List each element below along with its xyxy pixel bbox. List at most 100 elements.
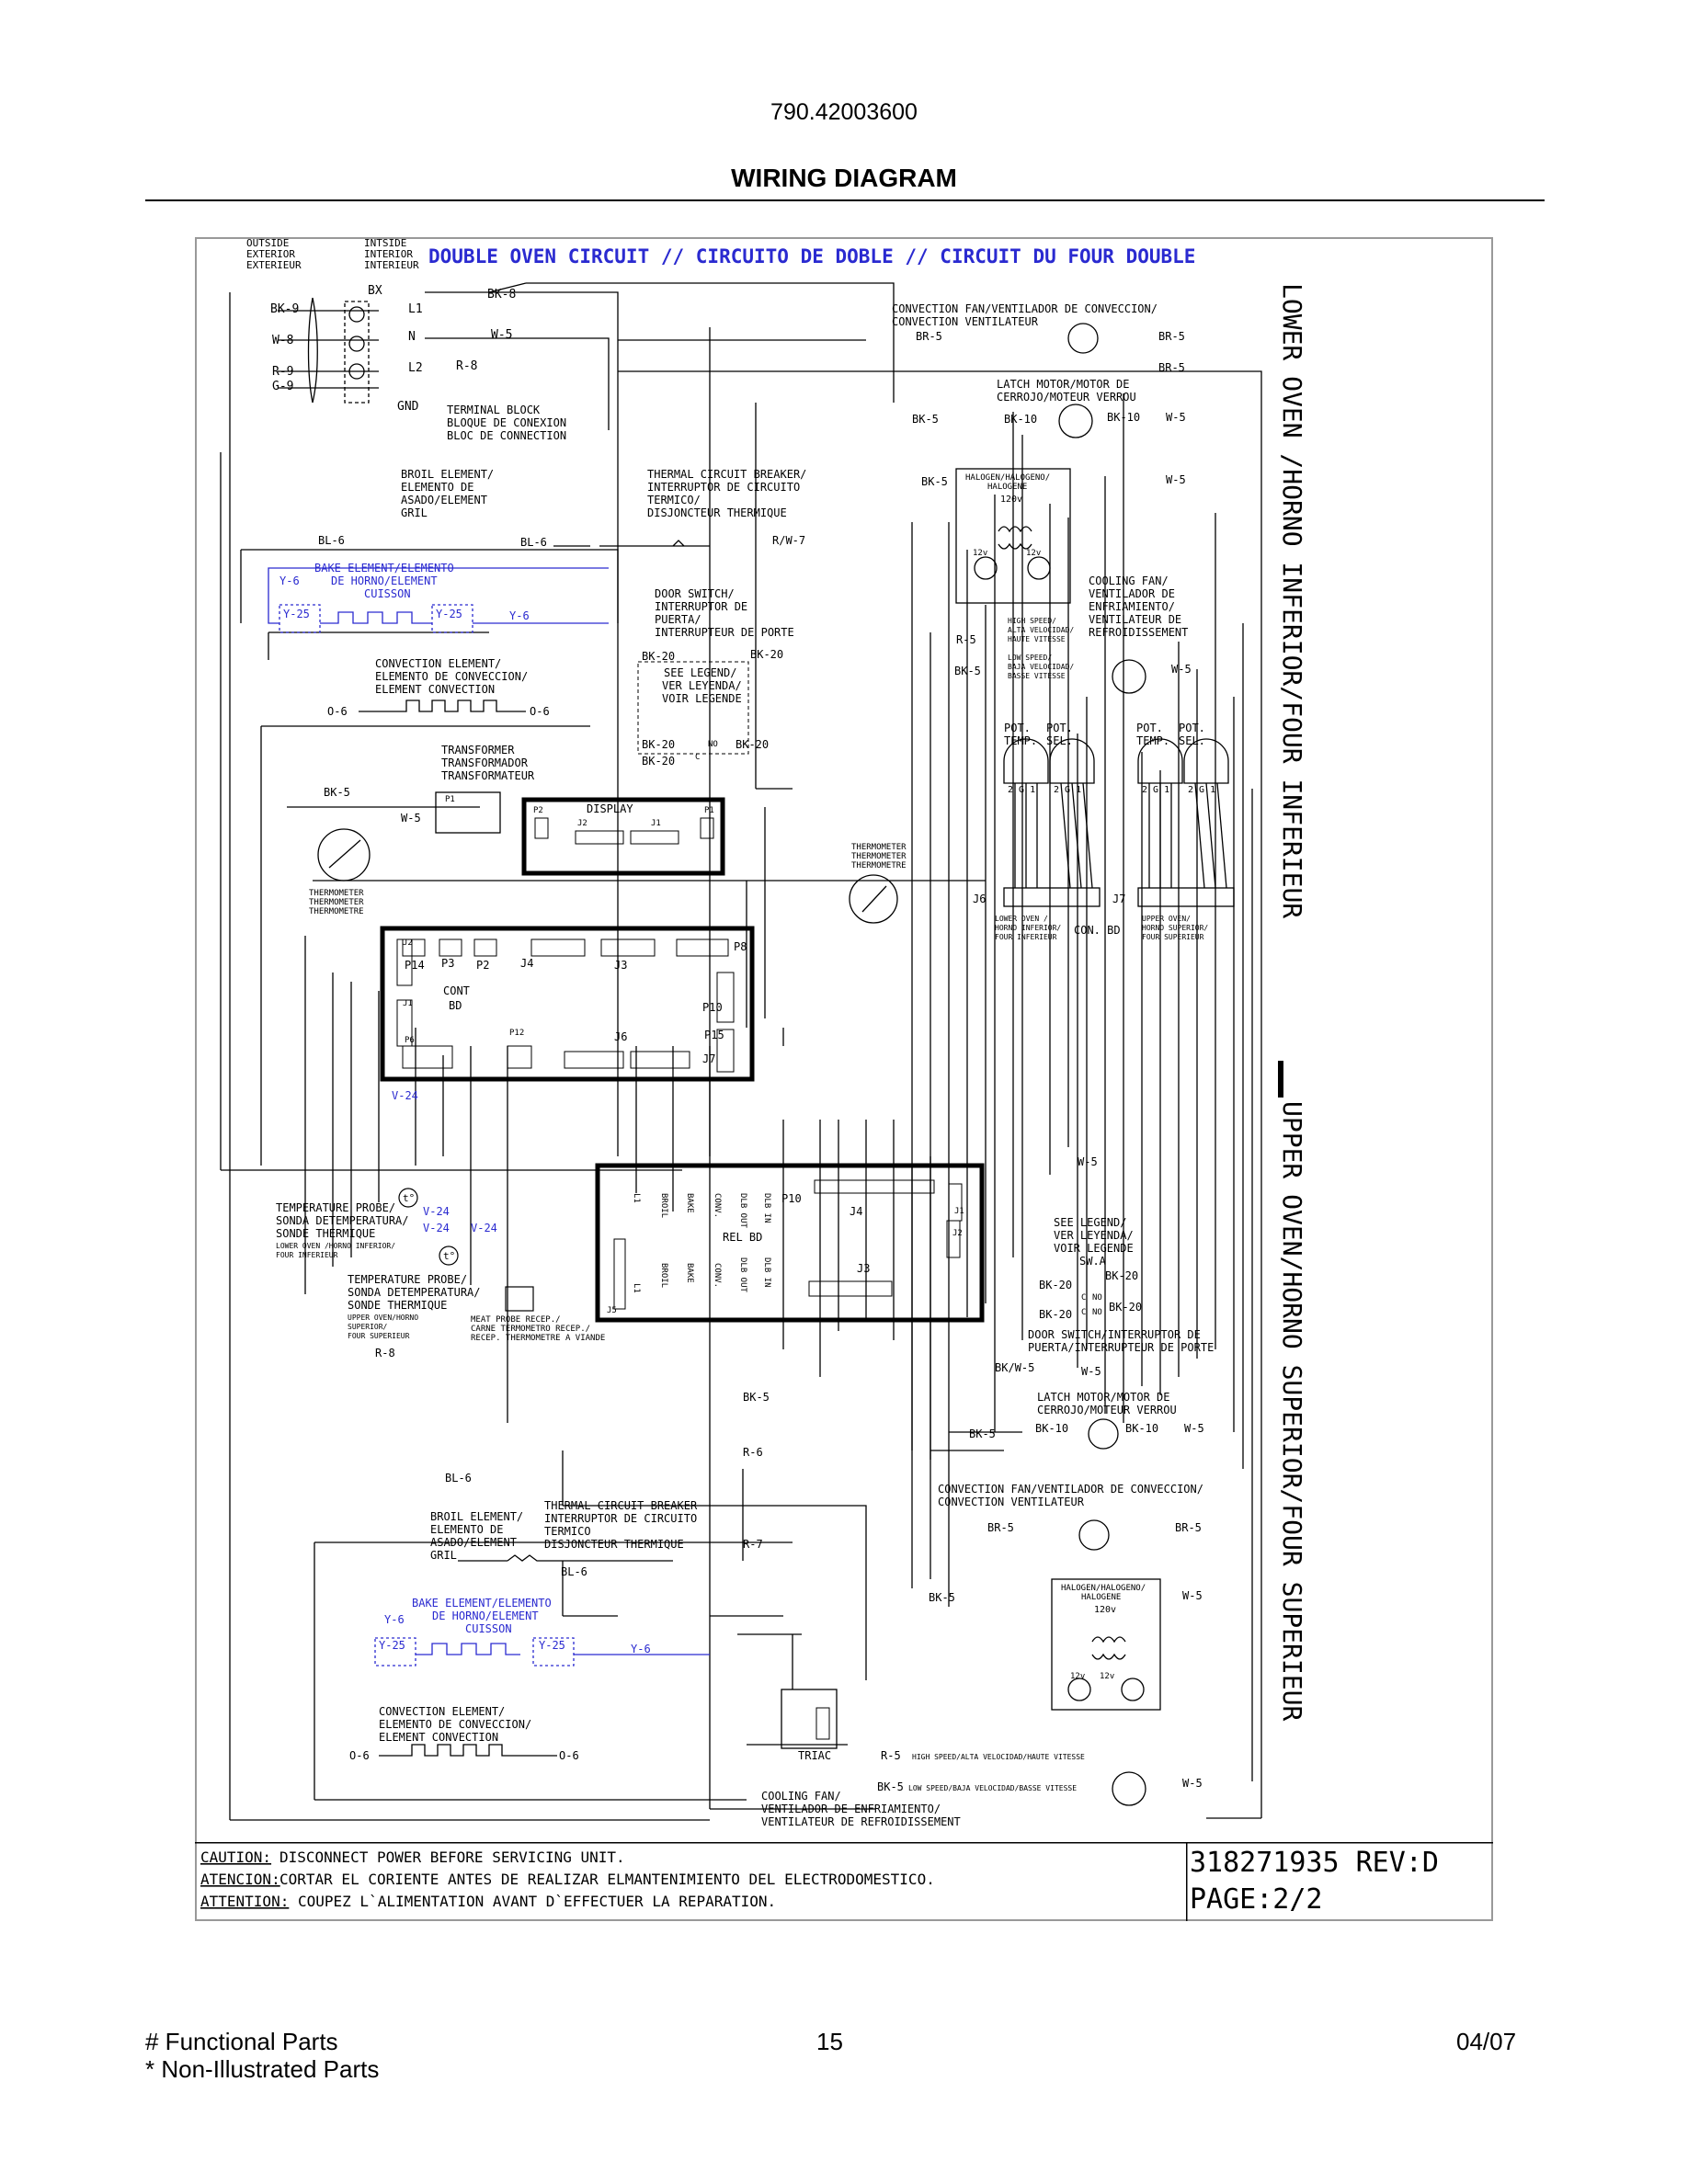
bake-upper-1: BAKE ELEMENT/ELEMENTO <box>412 1597 552 1610</box>
relay-top-dlb-in: DLB IN <box>762 1193 771 1223</box>
terminal-gnd: GND <box>397 400 419 414</box>
revision-date: 04/07 <box>1456 2028 1517 2055</box>
relay-board <box>595 1163 985 1323</box>
cont-j6: J6 <box>614 1030 627 1043</box>
low-speed-lower-3: BASSE VITESSE <box>1008 672 1066 680</box>
conv-element-lower <box>359 700 526 712</box>
terminal-label-1: TERMINAL BLOCK <box>447 404 541 416</box>
switch-c-upper-b: C <box>1081 1308 1086 1317</box>
part-number: 318271935 REV:D <box>1190 1847 1439 1879</box>
cooling-fan-upper-1: COOLING FAN/ <box>761 1790 841 1803</box>
halogen-upper-2: HALOGENE <box>1081 1593 1121 1602</box>
side-title-divider <box>1278 1061 1283 1098</box>
wire-bk9: BK-9 <box>270 302 299 316</box>
j7-upper-oven-3: FOUR SUPERIEUR <box>1142 933 1204 941</box>
door-switch-lower-2: INTERRUPTOR DE <box>655 600 747 613</box>
low-speed-lower-1: LOW SPEED/ <box>1008 654 1052 662</box>
page-number: 15 <box>816 2028 843 2055</box>
wire-bk8: BK-8 <box>487 288 516 301</box>
triac-box <box>781 1689 838 1749</box>
zone-exterior: EXTERIOR <box>246 248 295 260</box>
low-speed-lower-2: BAJA VELOCIDAD/ <box>1008 663 1074 671</box>
display-board <box>521 797 725 876</box>
circuit-banner: DOUBLE OVEN CIRCUIT // CIRCUITO DE DOBLE… <box>428 245 1195 267</box>
halogen-lower-v120: 120v <box>1000 495 1022 505</box>
cont-p10: P10 <box>702 1001 723 1014</box>
zone-inside: INTSIDE <box>364 237 406 249</box>
relay-bottom-conv: CONV. <box>713 1263 722 1288</box>
relay-top-broil: BROIL <box>659 1193 668 1218</box>
door-switch-lower-box <box>637 661 749 755</box>
broil-upper-1: BROIL ELEMENT/ <box>430 1510 523 1523</box>
wire-w5-upper-a: W-5 <box>1078 1155 1098 1168</box>
zone-outside: OUTSIDE <box>246 237 289 249</box>
wire-network <box>220 282 1262 1821</box>
probe-lower-sub-1: LOWER OVEN /HORNO INFERIOR/ <box>276 1242 395 1250</box>
thermal-lower-2: INTERRUPTOR DE CIRCUITO <box>647 481 800 494</box>
thermal-lower-3: TERMICO/ <box>647 494 701 506</box>
thermal-lower-1: THERMAL CIRCUIT BREAKER/ <box>647 468 806 481</box>
rel-j1: J1 <box>954 1207 964 1216</box>
bake-lower-2: DE HORNO/ELEMENT <box>331 574 438 587</box>
door-switch-upper-1: DOOR SWITCH/INTERRUPTOR DE <box>1028 1328 1201 1341</box>
relay-top-conv: CONV. <box>713 1193 722 1218</box>
relay-top-l1: L1 <box>632 1193 641 1203</box>
wire-v24-probe-b: V-24 <box>423 1222 450 1234</box>
wire-bk5-relay: BK-5 <box>743 1391 770 1404</box>
halogen-lower-v12-a: 12v <box>973 549 987 558</box>
switch-no-upper-a: NO <box>1092 1293 1102 1302</box>
wire-o6-lower-b: O-6 <box>530 705 550 718</box>
conv-elem-upper-2: ELEMENTO DE CONVECCION/ <box>379 1718 531 1731</box>
attention-label: ATTENTION: <box>200 1893 289 1910</box>
conv-fan-lower-1: CONVECTION FAN/VENTILADOR DE CONVECCION/ <box>892 302 1158 315</box>
latch-upper-1: LATCH MOTOR/MOTOR DE <box>1037 1391 1170 1404</box>
pot-pins-3: 2 G 1 <box>1142 785 1169 795</box>
wire-bl6-upper-a: BL-6 <box>445 1472 472 1484</box>
display-p1: P1 <box>704 806 714 815</box>
wire-r9: R-9 <box>272 365 293 379</box>
wire-r8-terminal: R-8 <box>456 359 477 373</box>
probe-upper-sub-2: SUPERIOR/ <box>348 1323 388 1331</box>
thermal-upper-4: DISJONCTEUR THERMIQUE <box>544 1538 684 1551</box>
caution-label: CAUTION: <box>200 1848 271 1866</box>
switch-no-upper-b: NO <box>1092 1308 1102 1317</box>
wire-y25-lower-a: Y-25 <box>283 608 310 620</box>
wire-bk10-upper-b: BK-10 <box>1125 1422 1158 1435</box>
probe-t-lower: t° <box>403 1192 415 1204</box>
functional-parts-note: # Functional Parts <box>145 2028 338 2055</box>
wire-w8: W-8 <box>272 334 293 347</box>
wire-bk5-cooling-lower: BK-5 <box>954 665 981 677</box>
pot-upper-sel-2: SEL. <box>1179 734 1205 747</box>
side-title-lower: LOWER OVEN /HORNO INFERIOR/FOUR INFERIEU… <box>1277 283 1307 918</box>
thermometer-center-dial <box>849 874 898 924</box>
cooling-fan-lower-3: ENFRIAMIENTO/ <box>1089 600 1175 613</box>
broil-lower-1: BROIL ELEMENT/ <box>401 468 494 481</box>
thermal-upper-3: TERMICO <box>544 1525 591 1538</box>
relay-bottom-dlb-out: DLB OUT <box>738 1257 747 1293</box>
wire-w5-cooling-upper: W-5 <box>1182 1777 1203 1790</box>
wire-bl6-lower-b: BL-6 <box>520 536 547 549</box>
probe-lower-2: SONDA DETEMPERATURA/ <box>276 1214 409 1227</box>
thermometer-center-1: THERMOMETER <box>851 843 907 852</box>
cont-p15: P15 <box>704 1029 724 1041</box>
wire-br5-lower-b: BR-5 <box>1158 330 1185 343</box>
thermometer-center-3: THERMOMETRE <box>851 861 907 870</box>
wire-br5-upper-b: BR-5 <box>1175 1521 1202 1534</box>
thermometer-lower-3: THERMOMETRE <box>309 907 364 916</box>
pot-pins-1: 2 G 1 <box>1008 785 1035 795</box>
wire-v24-cont: V-24 <box>392 1089 418 1102</box>
page-indicator: PAGE:2/2 <box>1190 1883 1323 1916</box>
j6-lower-oven-3: FOUR INFERIEUR <box>995 933 1057 941</box>
j6-lower-oven-2: HORNO INFERIOR/ <box>995 924 1061 932</box>
wire-w5-latch-upper: W-5 <box>1184 1422 1204 1435</box>
switch-c-upper-a: C <box>1081 1293 1086 1302</box>
wire-w5-transformer: W-5 <box>401 812 421 825</box>
broil-upper-2: ELEMENTO DE <box>430 1523 503 1536</box>
rel-j4: J4 <box>850 1205 862 1218</box>
zone-interior: INTERIOR <box>364 248 413 260</box>
door-switch-lower-4: INTERRUPTEUR DE PORTE <box>655 626 794 639</box>
wire-bk5-transformer: BK-5 <box>324 786 350 799</box>
attention-text: COUPEZ L`ALIMENTATION AVANT D`EFFECTUER … <box>298 1893 776 1910</box>
wire-bk5-halogen-upper: BK-5 <box>929 1591 955 1604</box>
conv-element-upper <box>379 1744 557 1757</box>
